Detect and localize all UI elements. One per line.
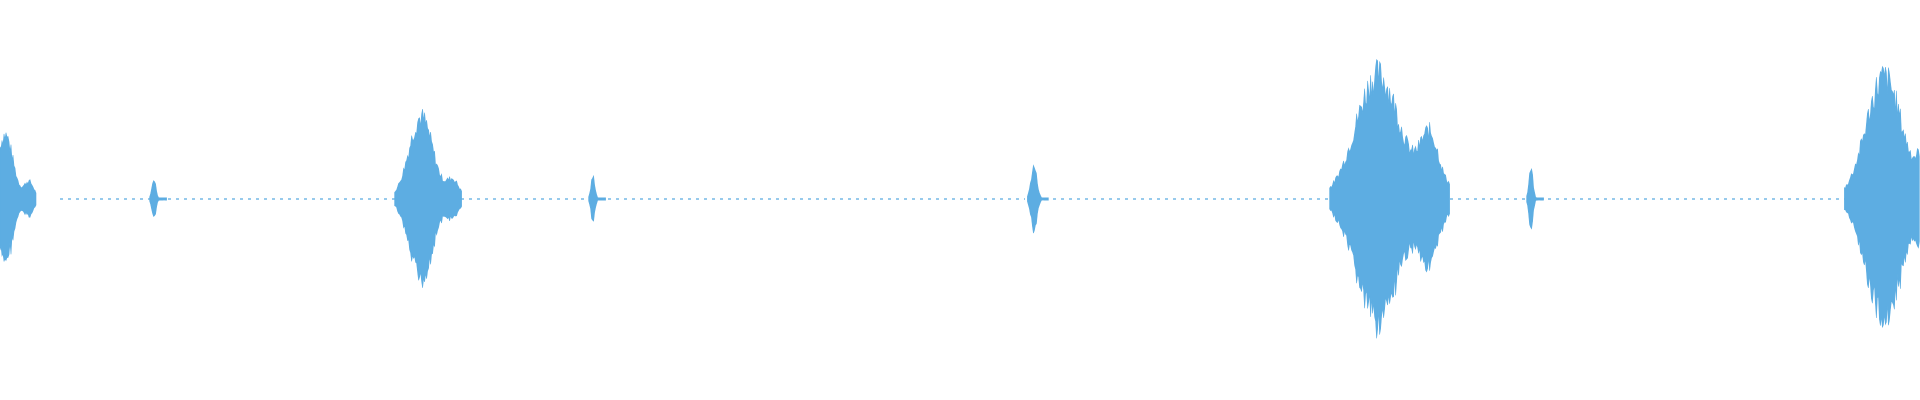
waveform-burst-4 — [588, 174, 606, 222]
waveform-burst-5 — [1027, 164, 1049, 234]
waveform-burst-7 — [1526, 168, 1544, 230]
waveform-burst-8 — [1844, 65, 1920, 328]
waveform-burst-2 — [149, 180, 167, 218]
waveform-bursts — [0, 59, 1920, 339]
waveform-burst-3 — [394, 109, 462, 288]
waveform-burst-6 — [1329, 59, 1450, 339]
waveform-burst-1 — [0, 132, 37, 262]
